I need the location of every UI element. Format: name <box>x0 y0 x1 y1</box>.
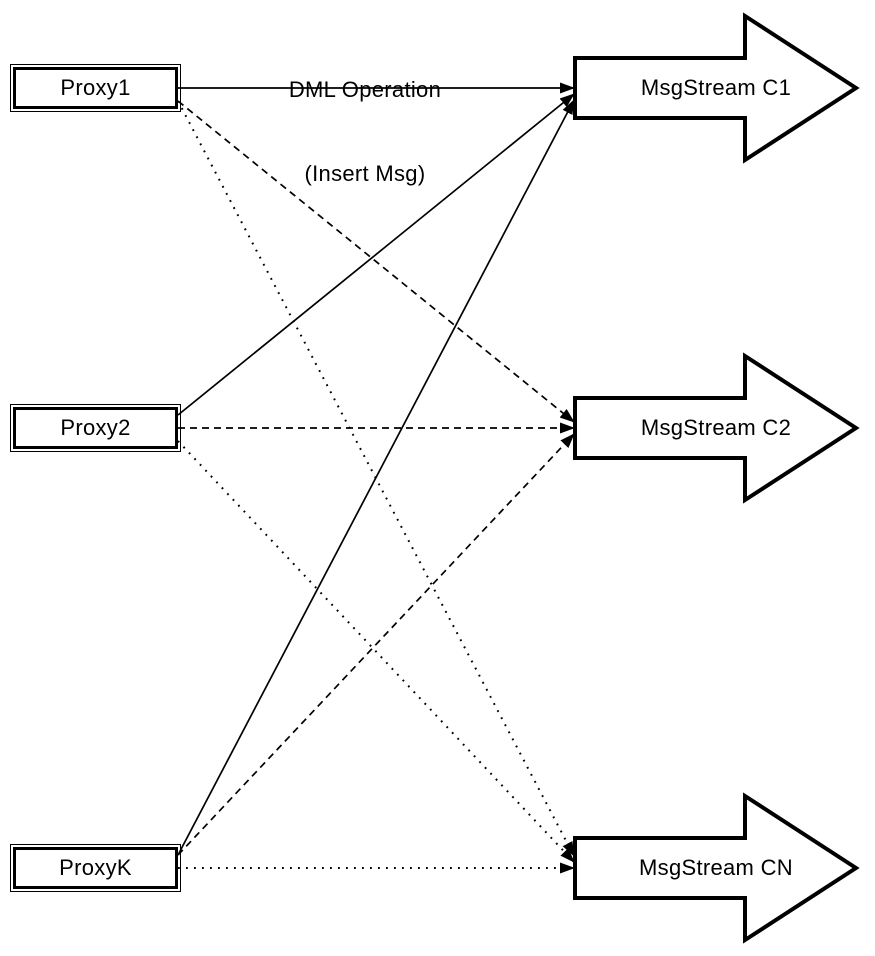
msgstream-c2-arrow <box>573 352 860 504</box>
proxyk-node: ProxyK <box>10 844 181 892</box>
msgstream-cn-arrow <box>573 792 860 944</box>
proxyk-label: ProxyK <box>59 855 132 880</box>
block-arrows-group <box>573 12 860 944</box>
diagram-title-line2: (Insert Msg) <box>304 161 426 186</box>
connection-proxyk-c2 <box>177 433 575 856</box>
proxy2-label: Proxy2 <box>60 415 131 440</box>
connection-proxy2-cn <box>177 440 575 863</box>
diagram-title-line1: DML Operation <box>288 77 442 102</box>
proxy1-node: Proxy1 <box>10 64 181 112</box>
proxy2-node: Proxy2 <box>10 404 181 452</box>
diagram-title: DML Operation (Insert Msg) <box>160 20 570 244</box>
connection-lines-group <box>177 82 575 874</box>
msgstream-c1-arrow <box>573 12 860 164</box>
proxy1-label: Proxy1 <box>60 75 131 100</box>
connection-proxy2-c1 <box>177 93 575 416</box>
connection-proxy1-c2 <box>177 100 575 423</box>
